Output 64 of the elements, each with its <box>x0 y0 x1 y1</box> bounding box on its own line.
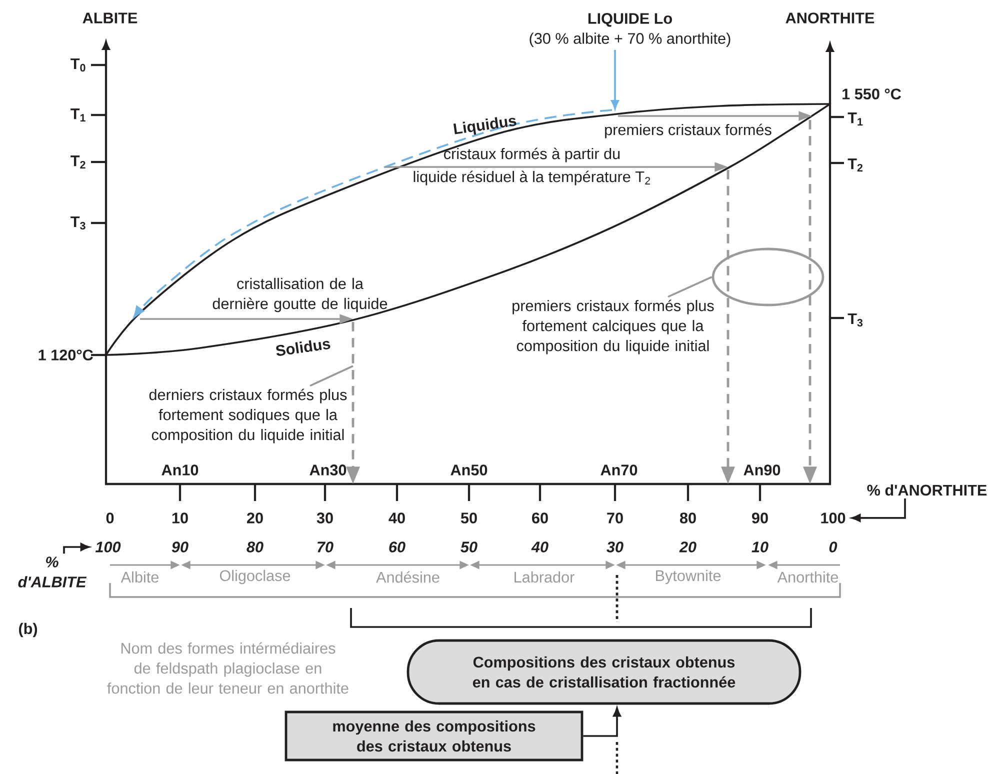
curve-label: Liquidus <box>454 117 516 135</box>
curve-label: Solidus <box>276 340 330 356</box>
tick-label: 70 <box>318 542 334 552</box>
composition-label: An10 <box>162 464 198 476</box>
temperature-label: 1 550 °C <box>842 88 901 100</box>
axis-title: ALBITE <box>82 12 138 24</box>
tick-label: 20 <box>679 542 696 552</box>
liquid-label: LIQUIDE Lo (30 % albite + 70 % anorthite) <box>530 13 730 47</box>
composition-label: An50 <box>450 464 488 476</box>
annotation: cristallisation de la dernière goutte de liquide <box>212 278 388 312</box>
result-box: moyenne des compositions des cristaux obtenus <box>284 710 584 762</box>
axis-label: % d'ANORTHITE <box>867 484 987 496</box>
temperature-label: T$_{1}$ <box>848 112 863 126</box>
tick-label: 100 <box>95 542 121 552</box>
leader-line <box>668 276 712 298</box>
arrow <box>583 707 621 737</box>
leader-line <box>310 365 354 387</box>
temperature-label: 1 120°C <box>38 350 93 360</box>
tick-label: 60 <box>389 542 406 552</box>
mineral-name: Labrador <box>514 571 574 583</box>
arrow <box>63 543 90 554</box>
axis-label: % d'ALBITE <box>18 556 87 588</box>
annotation: liquide résiduel à la température T$_{2}$ <box>414 170 650 186</box>
composition-label: An90 <box>744 464 780 476</box>
composition-label: An70 <box>600 464 638 476</box>
tick-label: 70 <box>607 512 623 524</box>
annotation: premiers cristaux formés <box>605 124 772 138</box>
tick-label: 50 <box>460 512 477 524</box>
arrow <box>852 498 906 522</box>
panel-label: (b) <box>19 622 38 638</box>
arrow <box>611 50 619 110</box>
tick-label: 30 <box>606 542 624 552</box>
tick-label: 0 <box>829 542 838 552</box>
tick-label: 90 <box>752 512 768 524</box>
tick-label: 90 <box>172 542 188 552</box>
composition-label: An30 <box>310 464 346 476</box>
tick-label: 100 <box>821 512 846 524</box>
temperature-label: T$_{1}$ <box>70 108 86 122</box>
axis-title: ANORTHITE <box>786 12 874 24</box>
temperature-label: T$_{2}$ <box>70 156 86 168</box>
mineral-name: Anorthite <box>777 571 838 583</box>
temperature-label: T$_{0}$ <box>70 58 86 72</box>
mineral-name: Albite <box>120 571 158 583</box>
mineral-name: Oligoclase <box>220 570 290 584</box>
tick-label: 50 <box>460 542 478 552</box>
annotation: derniers cristaux formés plus fortement sodiques que la composition du liquide initial <box>149 388 347 444</box>
tick-label: 0 <box>106 512 114 524</box>
tick-label: 10 <box>172 512 188 524</box>
temperature-label: T$_{3}$ <box>70 216 86 230</box>
tick-label: 80 <box>680 512 696 524</box>
annotation: cristaux formés à partir du <box>444 148 620 162</box>
mineral-name: Bytownite <box>656 570 721 584</box>
temperature-label: T$_{3}$ <box>848 313 863 327</box>
caption-text: Nom des formes intérmédiaires de feldspath plagioclase en fonction de leur teneur en anorthite <box>107 642 348 694</box>
temperature-label: T$_{2}$ <box>848 158 862 172</box>
annotation: premiers cristaux formés plus fortement calciques que la composition du liquide initial <box>512 300 714 354</box>
tick-label: 80 <box>246 542 264 552</box>
tick-label: 40 <box>531 542 548 552</box>
tick-label: 20 <box>247 512 263 524</box>
tick-label: 60 <box>532 512 548 524</box>
tick-label: 10 <box>752 542 768 552</box>
tick-label: 30 <box>316 512 333 524</box>
tick-label: 40 <box>388 512 405 524</box>
mineral-name: Andésine <box>376 571 440 583</box>
